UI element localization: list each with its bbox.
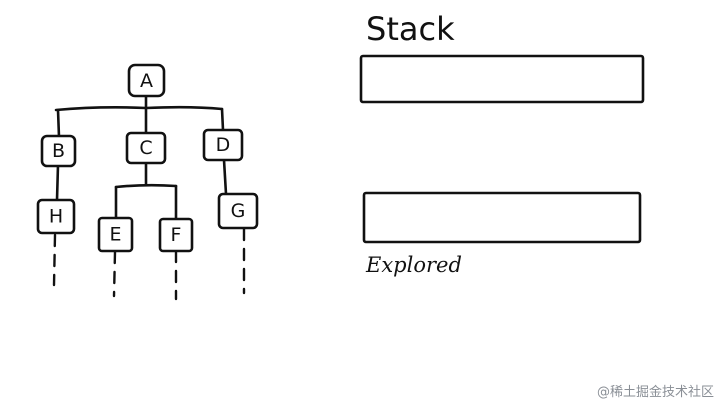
node-box: [40, 134, 77, 168]
node-label: C: [139, 137, 152, 159]
tree-node-f: F: [158, 217, 194, 253]
node-label: E: [109, 224, 121, 246]
edge-level1-bar: [54, 105, 224, 112]
node-label: D: [216, 134, 231, 156]
node-box: [125, 131, 167, 165]
edge-a-d: [220, 107, 225, 132]
node-label: A: [140, 70, 153, 92]
tree-edges: [54, 93, 228, 221]
tree-node-d: D: [202, 128, 244, 162]
node-box: [158, 217, 194, 253]
stack-title: Stack: [366, 10, 455, 48]
edge-b-h: [55, 163, 60, 202]
continuation-e: [112, 250, 117, 298]
node-box: [202, 128, 244, 162]
tree-node-e: E: [97, 216, 134, 253]
explored-box: [362, 191, 642, 244]
tree-node-a: A: [127, 63, 166, 98]
node-label: B: [52, 140, 65, 162]
tree-node-c: C: [125, 131, 167, 165]
node-label: H: [49, 206, 63, 228]
tree-node-g: G: [217, 192, 259, 230]
tree-node-h: H: [36, 198, 76, 235]
node-box: [127, 63, 166, 98]
node-label: G: [231, 200, 246, 222]
edge-level2-bar: [114, 183, 178, 189]
node-box: [97, 216, 134, 253]
node-label: F: [171, 224, 182, 246]
tree-node-b: B: [40, 134, 77, 168]
continuation-h: [52, 233, 57, 287]
node-box: [217, 192, 259, 230]
watermark: @稀土掘金技术社区: [597, 384, 714, 400]
stack-box: [359, 54, 645, 104]
tree-continuation: [52, 227, 246, 301]
edge-d-g: [222, 158, 228, 196]
node-box: [36, 198, 76, 235]
explored-label: Explored: [365, 253, 462, 277]
edge-a-b: [56, 108, 61, 139]
